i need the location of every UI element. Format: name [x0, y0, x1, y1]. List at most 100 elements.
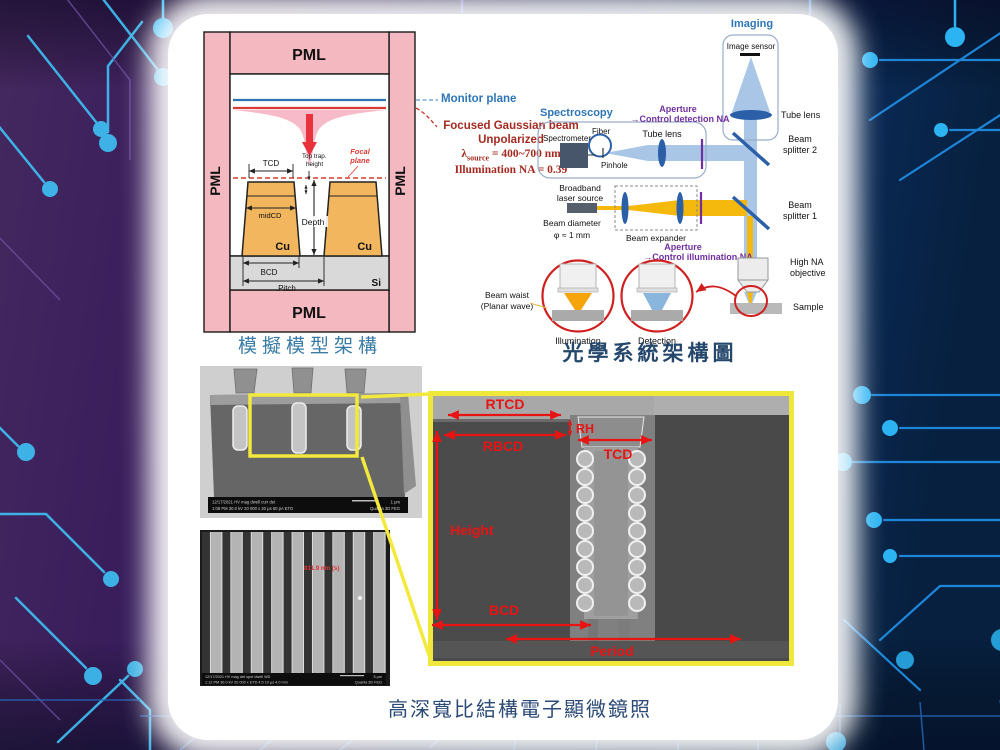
illumination-inset [541, 259, 615, 333]
illumination-label: Illumination [555, 336, 601, 346]
tube-lens-spectroscopy-label: Tube lens [642, 129, 682, 139]
spectrometer-label: Spectrometer [543, 134, 591, 143]
pinhole-label: Pinhole [601, 161, 628, 170]
sem1-vendor-text: Quanta 3D FEG [370, 506, 400, 511]
gaussian-beam-graphic [233, 98, 386, 166]
pitch-label: Pitch [278, 284, 296, 293]
focal-plane-pointer [347, 165, 359, 178]
beam-diameter-label-1: Beam diameter [543, 218, 601, 228]
unpolarized-line: Unpolarized [478, 134, 544, 147]
light-beams [597, 57, 770, 304]
sem2-stripes [202, 532, 386, 673]
image-sensor-bar [740, 53, 760, 56]
beam-splitter-2-label-1: Beam [788, 134, 812, 144]
broadband-label-2: laser source [557, 193, 604, 203]
beam-expander-box [614, 185, 698, 231]
sem1-info-line2: 1:08 PM 30.0 kV 20 000 x 20 μs 50 pA ETD [212, 506, 293, 511]
height-label: Height [450, 522, 494, 538]
pml-label-right: PML [392, 166, 408, 196]
depth-label-bg [299, 216, 328, 227]
focal-plane-label-1: Focal [350, 147, 371, 156]
beam-waist-label-2: (Planar wave) [481, 301, 534, 311]
tcd-label: TCD [263, 159, 280, 168]
monitor-plane-label: Monitor plane [441, 93, 517, 105]
sem2-info-line2: 1:12 PM 30.0 kV 20 000 x ETD 4.5 10 μs 4… [205, 681, 288, 685]
high-na-label-2: objective [790, 268, 826, 278]
top-trap-label-1: Top trap. [302, 153, 327, 160]
beam-waist-pointer [529, 302, 548, 309]
sample-label: Sample [793, 302, 824, 312]
detection-inset [620, 259, 694, 333]
fiber-loop [588, 133, 612, 158]
sem2-bright-spot [357, 595, 363, 601]
fiber-label: Fiber [592, 127, 611, 136]
sem-overview-image: 12/17/2021 HV mag dwell curr det 1 μm 1:… [200, 366, 422, 518]
beam-diameter-label-2: φ ≈ 1 mm [554, 230, 590, 240]
period-label: Period [590, 643, 634, 659]
circuit-traces-purple [0, 0, 131, 721]
beam-splitter-1 [731, 195, 771, 231]
sem-zoom-panel: RTCD RH RBCD TCD Height BCD Period [428, 391, 794, 666]
dimension-arrows [242, 164, 325, 286]
rbcd-label: RBCD [483, 438, 523, 454]
sem2-scale-text: 5 μm [373, 675, 382, 679]
tcd-zoom-label: TCD [604, 446, 633, 462]
circuit-traces-right [834, 32, 1000, 692]
sem2-scale-bar [340, 675, 364, 677]
beam-splitter-2 [731, 131, 771, 167]
cu-trapezoids [241, 181, 383, 257]
sem2-measure-text: 811.9 nm (s) [304, 565, 339, 572]
optical-system-diagram: Imaging Image sensor Tube lens Beam spli… [481, 18, 826, 346]
beam-expander-label: Beam expander [626, 233, 686, 243]
sem2-vendor-text: Quanta 3D FEG [355, 681, 382, 685]
simulation-model-diagram: PML PML PML PML Focal plane Cu Cu [203, 31, 416, 333]
circuit-traces-left [0, 0, 172, 750]
beam-splitter-1-label-1: Beam [788, 200, 812, 210]
sem1-info-line1: 12/17/2021 HV mag dwell curr det [212, 500, 276, 505]
pml-label-top: PML [292, 47, 326, 64]
sem1-scale-text: 1 μm [391, 500, 401, 505]
focal-plane-label-2: plane [349, 156, 370, 165]
expander-lens-2 [676, 192, 684, 224]
pml-frame [203, 31, 416, 333]
high-na-label-1: High NA [790, 257, 824, 267]
sem-zoom-texture [433, 396, 789, 658]
sem-grating-image: 811.9 nm (s) 12/17/2021 HV mag det spot … [200, 530, 390, 686]
sem2-info-line1: 12/17/2021 HV mag det spot dwell WD [205, 675, 271, 679]
imaging-label: Imaging [731, 18, 773, 30]
depth-label: Depth [302, 217, 325, 227]
midcd-label: midCD [259, 211, 283, 220]
beam-waist-label-1: Beam waist [485, 290, 530, 300]
laser-source-box [567, 203, 597, 213]
model-caption: 模擬模型架構 [238, 335, 383, 357]
spectroscopy-label: Spectroscopy [540, 107, 614, 119]
sample-bar [730, 303, 782, 314]
optics-caption: 光學系統架構圖 [562, 340, 738, 365]
sem-zoom-arrows [432, 410, 741, 644]
zoom-pointer-arrow [695, 283, 737, 297]
cu-label-left: Cu [275, 241, 290, 253]
sample-focus-circle [734, 285, 768, 317]
bcd-zoom-label: BCD [489, 602, 519, 618]
illumination-na-line: Illumination NA = 0.39 [454, 164, 568, 177]
tube-lens-imaging [730, 110, 772, 120]
spectrometer-box [560, 143, 588, 168]
expander-lens-1 [621, 192, 629, 224]
rh-label: RH [576, 422, 594, 436]
tube-lens-imaging-label: Tube lens [781, 110, 821, 120]
bcd-label: BCD [261, 268, 278, 277]
aperture-detection-label-1: Aperture [659, 104, 697, 114]
aperture-illumination-label-2: →Control illumination NA [643, 252, 753, 262]
beam-splitter-2-label-2: splitter 2 [783, 145, 817, 155]
sem-caption: 高深寬比結構電子顯微鏡照 [388, 697, 652, 721]
spectroscopy-box [537, 121, 707, 179]
image-sensor-label: Image sensor [727, 42, 776, 51]
pml-label-bottom: PML [292, 305, 326, 322]
aperture-detection-label-2: →Control detection NA [631, 114, 730, 124]
sem1-highlight-rect [248, 393, 359, 458]
cu-label-right: Cu [357, 241, 372, 253]
aperture-illumination-label-1: Aperture [664, 242, 702, 252]
tube-lens-spectroscopy [658, 139, 666, 167]
pml-label-left: PML [207, 166, 223, 196]
